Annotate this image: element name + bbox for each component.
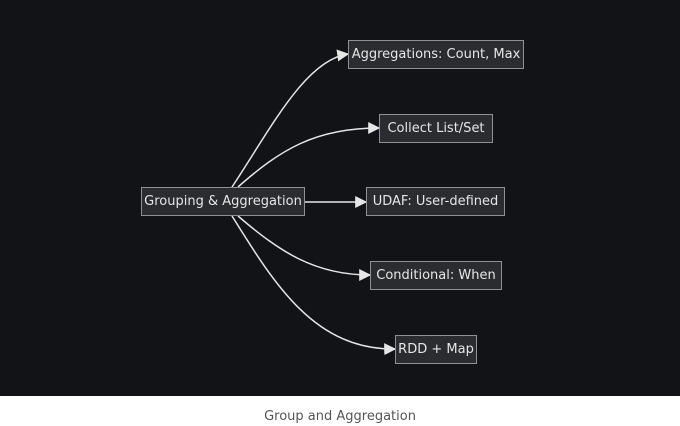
flowchart-canvas: Grouping & Aggregation Aggregations: Cou… — [0, 0, 680, 396]
edge-to-rdd-map — [231, 215, 397, 356]
node-rdd-map: RDD + Map — [395, 335, 477, 364]
node-collect-list-set: Collect List/Set — [379, 114, 493, 143]
node-aggregations: Aggregations: Count, Max — [348, 40, 524, 69]
edge-to-collect-list — [237, 122, 381, 188]
edge-to-conditional — [237, 215, 372, 281]
node-grouping-aggregation: Grouping & Aggregation — [141, 187, 305, 216]
node-conditional-when: Conditional: When — [370, 261, 502, 290]
figure-caption: Group and Aggregation — [264, 409, 416, 424]
edges-layer — [231, 49, 397, 356]
edge-to-aggregations — [231, 49, 350, 188]
node-udaf: UDAF: User-defined — [366, 187, 505, 216]
